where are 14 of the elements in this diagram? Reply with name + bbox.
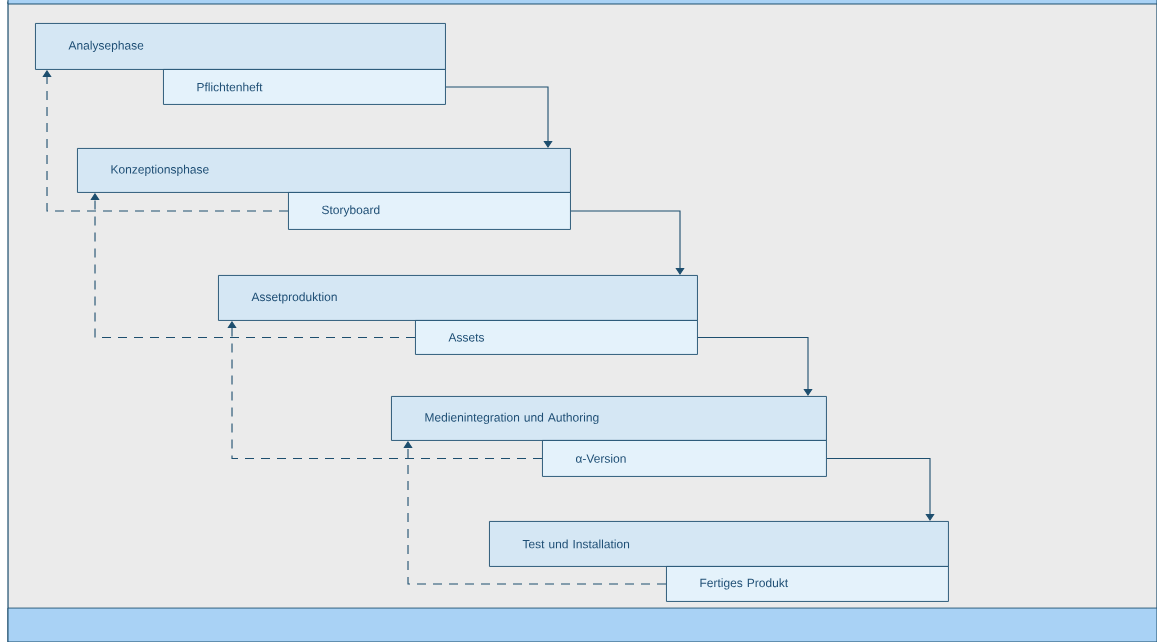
result-box: Pflichtenheft	[163, 69, 446, 105]
result-box: Fertiges Produkt	[666, 566, 949, 602]
phase-box: Test und Installation	[489, 521, 949, 567]
result-box: Storyboard	[288, 192, 571, 230]
arrow	[445, 86, 553, 148]
result-box: Assets	[415, 320, 698, 355]
phase-box: Konzeptionsphase	[77, 148, 571, 193]
phase-box: Medienintegration und Authoring	[391, 396, 827, 441]
phase-box: Analysephase	[35, 23, 446, 70]
arrow	[826, 457, 935, 521]
result-box: α-Version	[542, 440, 827, 477]
phase-box: Assetproduktion	[218, 275, 698, 321]
arrow	[697, 336, 813, 396]
arrow	[570, 210, 685, 275]
